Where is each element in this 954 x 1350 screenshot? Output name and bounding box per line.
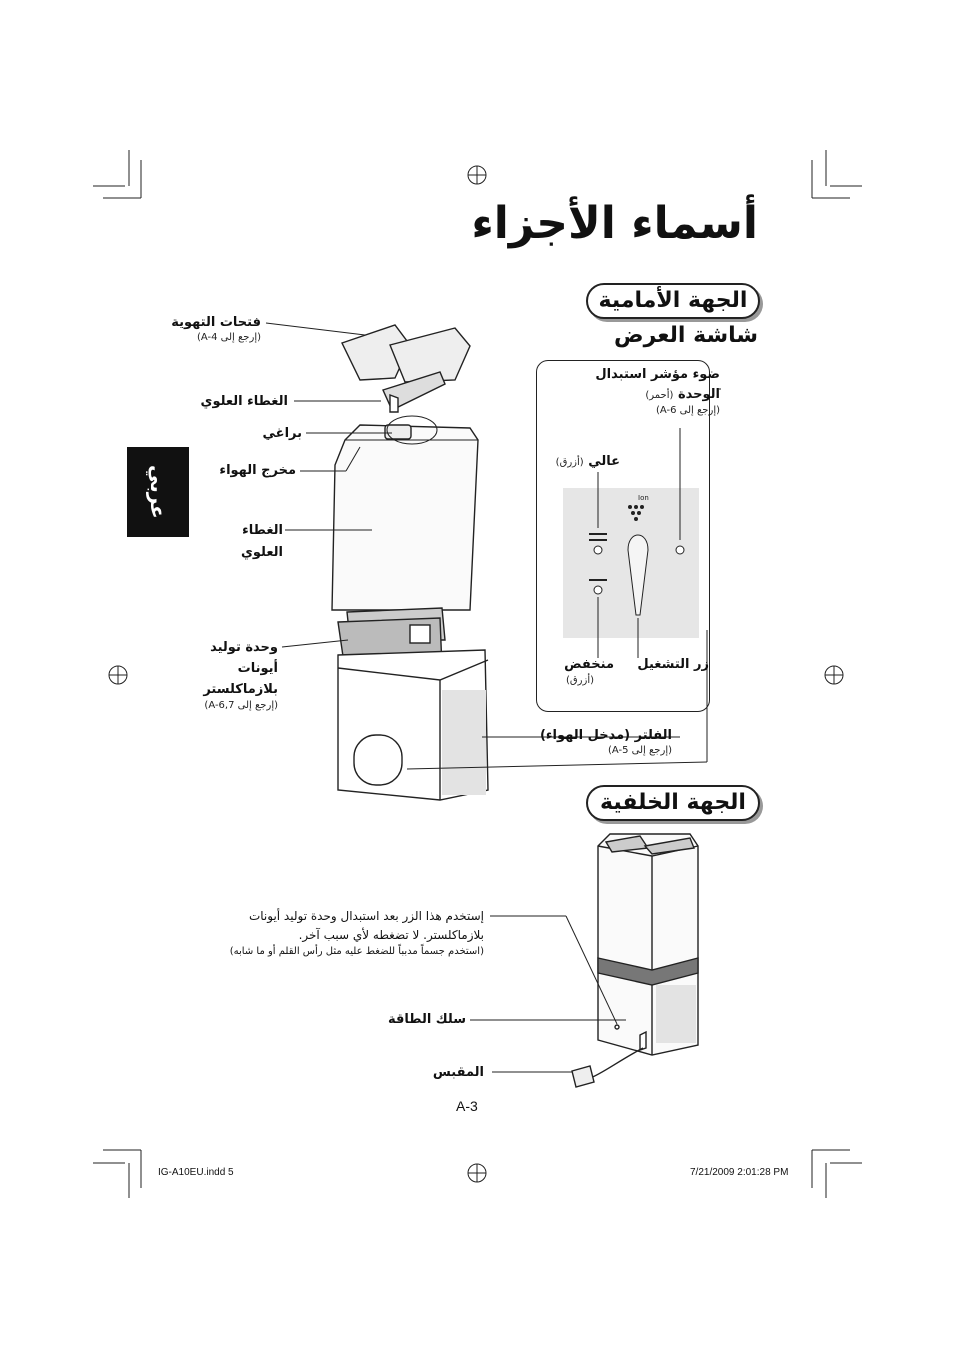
front-device-drawing (332, 325, 488, 800)
unit-ref: (إرجع إلى A-6) (656, 405, 720, 416)
power-cord-label: سلك الطاقة (388, 1010, 466, 1029)
reset-note-line2: بلازماكلستر. لا تضغطه لأي سبب آخر. (299, 926, 484, 944)
language-tab: عربي (127, 447, 189, 537)
page-number: A-3 (456, 1098, 478, 1114)
unit-label: الوحدة (أحمر) (645, 385, 720, 405)
language-tab-label: عربي (146, 465, 170, 519)
high-text: عالي (588, 454, 620, 469)
top-cover-label-2: العلوي (241, 543, 283, 562)
back-device-drawing (572, 834, 698, 1087)
high-label: عالي (أزرق) (556, 452, 620, 472)
low-label: منخفض (564, 655, 614, 674)
screw-label: براغي (263, 424, 302, 443)
inner-cover-label: الغطاء العلوي (201, 392, 288, 411)
power-button-label: زر التشغيل (637, 655, 709, 674)
reset-note-small: (استخدم جسماً مدبباً للضغط عليه مثل رأس … (230, 946, 484, 957)
display-section-header: شاشة العرض (614, 323, 758, 348)
footer-date: 7/21/2009 2:01:28 PM (690, 1167, 788, 1178)
reset-note-line1: إستخدم هذا الزر بعد استبدال وحدة توليد أ… (249, 907, 484, 925)
unit-text: الوحدة (678, 387, 720, 402)
brand-mark: SHARP (368, 685, 399, 694)
ion-unit-ref: (إرجع إلى A-6,7) (204, 700, 278, 711)
vent-ref: (إرجع إلى A-4) (197, 332, 261, 343)
ion-unit-label-1: وحدة توليد (210, 638, 278, 657)
plug-label: المقبس (433, 1063, 484, 1082)
filter-ref: (إرجع إلى A-5) (608, 745, 672, 756)
control-panel (563, 488, 699, 638)
ion-unit-label-2: أيونات (238, 659, 278, 678)
front-section-header: الجهة الأمامية (586, 283, 760, 319)
ion-unit-label-3: بلازماكلستر (203, 680, 278, 699)
filter-label: الفلتر (مدخل الهواء) (540, 726, 672, 745)
low-color: (أزرق) (566, 675, 594, 686)
air-outlet-label: مخرج الهواء (219, 461, 296, 480)
vent-label: فتحات التهوية (171, 313, 261, 332)
replace-indicator-label: ضوء مؤشر استبدال (595, 365, 720, 384)
back-section-header: الجهة الخلفية (586, 785, 760, 821)
top-cover-label-1: الغطاء (242, 521, 283, 540)
unit-color: (أحمر) (645, 390, 673, 401)
footer-file: IG-A10EU.indd 5 (158, 1167, 234, 1178)
high-color: (أزرق) (556, 457, 584, 468)
page-title: أسماء الأجزاء (471, 198, 758, 249)
